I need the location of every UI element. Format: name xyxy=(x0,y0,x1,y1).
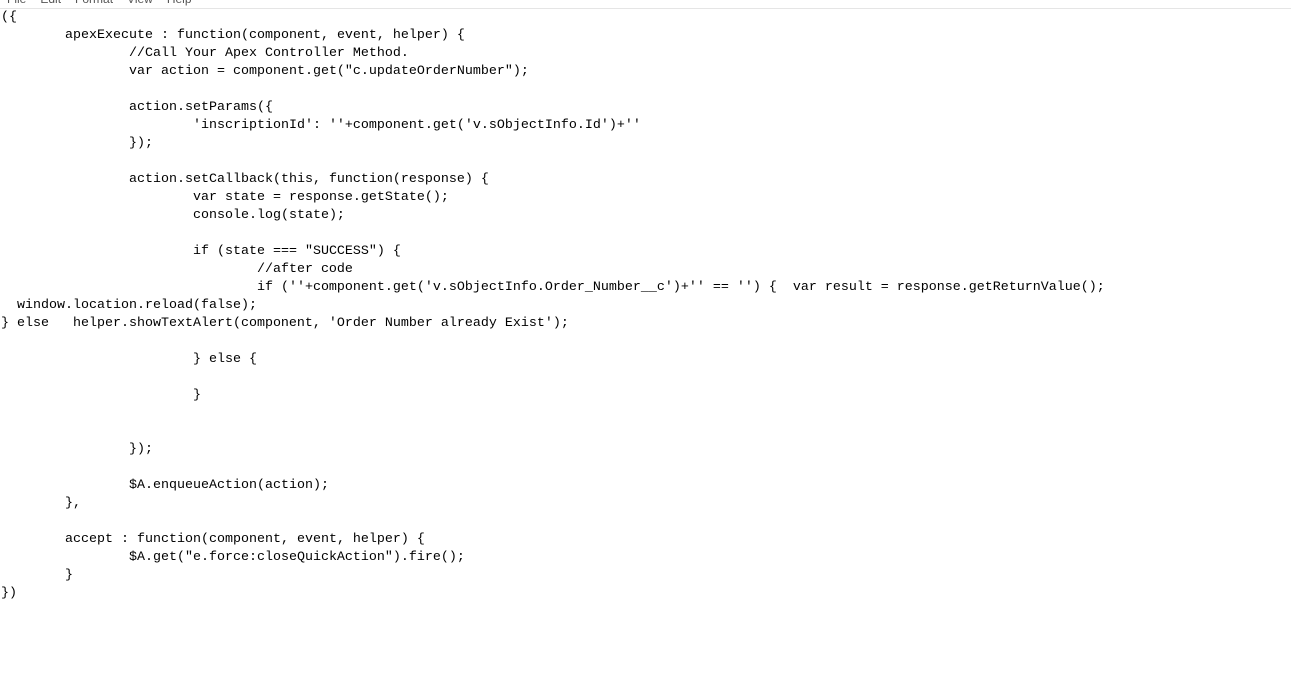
menu-view[interactable]: View xyxy=(120,0,160,8)
code-line: //after code xyxy=(1,262,353,277)
code-line: action.setCallback(this, function(respon… xyxy=(1,172,489,187)
code-line: }, xyxy=(1,496,81,511)
code-line: } else { xyxy=(1,352,257,367)
code-line: var action = component.get("c.updateOrde… xyxy=(1,64,529,79)
code-line: }); xyxy=(1,442,153,457)
code-line: 'inscriptionId': ''+component.get('v.sOb… xyxy=(1,118,641,133)
code-line xyxy=(1,369,1291,387)
code-line xyxy=(1,153,1291,171)
menu-format[interactable]: Format xyxy=(68,0,120,8)
code-line: apexExecute : function(component, event,… xyxy=(1,28,465,43)
code-line xyxy=(1,81,1291,99)
code-line xyxy=(1,459,1291,477)
code-line: $A.enqueueAction(action); xyxy=(1,478,329,493)
menu-file[interactable]: File xyxy=(0,0,33,8)
code-line xyxy=(1,405,1291,423)
code-line: window.location.reload(false); xyxy=(1,298,257,313)
menu-bar: File Edit Format View Help xyxy=(0,0,1291,9)
code-line: action.setParams({ xyxy=(1,100,273,115)
code-line: if (''+component.get('v.sObjectInfo.Orde… xyxy=(1,280,1105,295)
code-line xyxy=(1,333,1291,351)
menu-help[interactable]: Help xyxy=(160,0,199,8)
code-line: }) xyxy=(1,586,17,601)
code-line: } xyxy=(1,568,73,583)
code-line: //Call Your Apex Controller Method. xyxy=(1,46,409,61)
code-line: ({ xyxy=(1,10,17,25)
text-editor-area[interactable]: ({ apexExecute : function(component, eve… xyxy=(1,9,1291,686)
code-line: accept : function(component, event, help… xyxy=(1,532,425,547)
code-line xyxy=(1,513,1291,531)
code-line: }); xyxy=(1,136,153,151)
code-line: $A.get("e.force:closeQuickAction").fire(… xyxy=(1,550,465,565)
menu-edit[interactable]: Edit xyxy=(33,0,68,8)
code-line xyxy=(1,423,1291,441)
code-line: } else helper.showTextAlert(component, '… xyxy=(1,316,569,331)
code-line: if (state === "SUCCESS") { xyxy=(1,244,401,259)
code-line: } xyxy=(1,388,201,403)
code-line: console.log(state); xyxy=(1,208,345,223)
code-line xyxy=(1,225,1291,243)
code-line: var state = response.getState(); xyxy=(1,190,449,205)
